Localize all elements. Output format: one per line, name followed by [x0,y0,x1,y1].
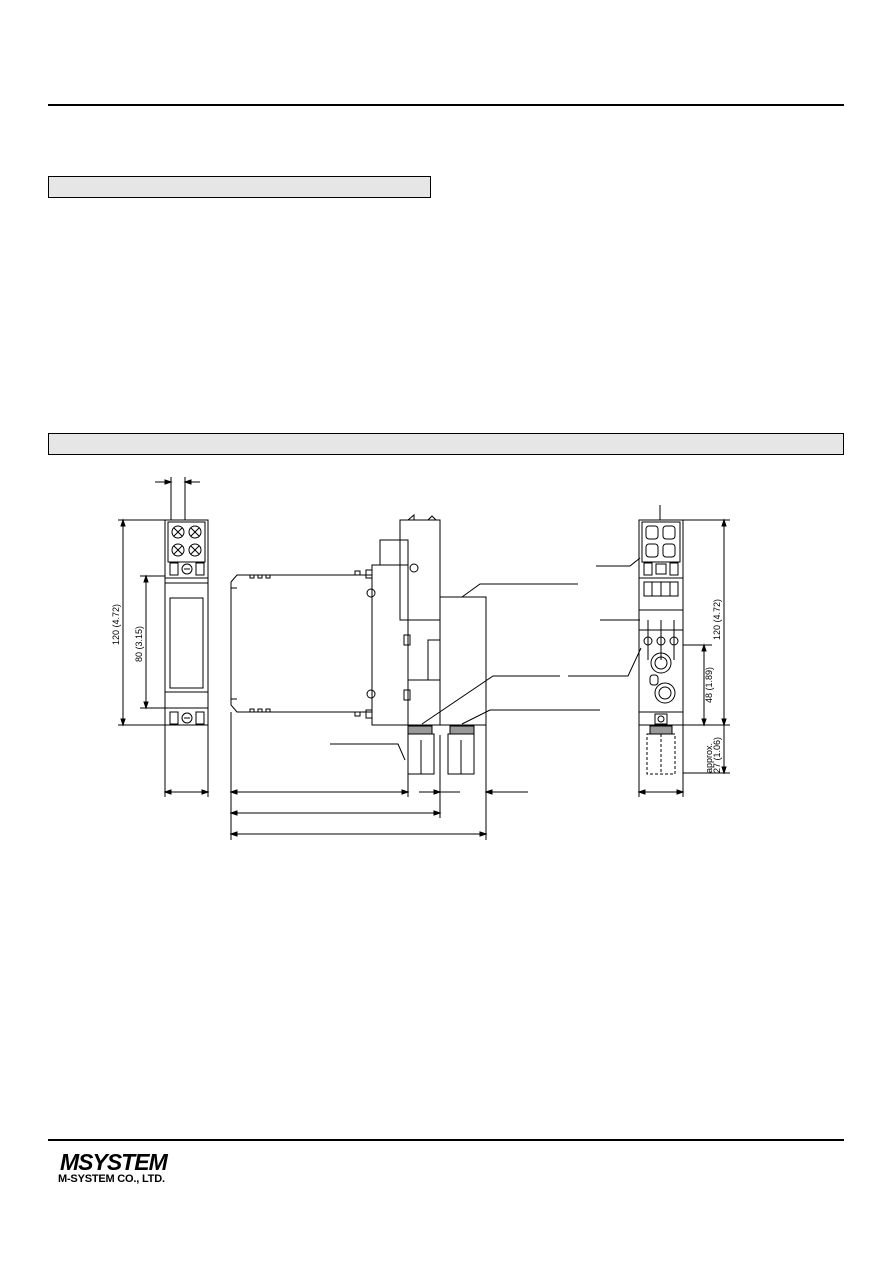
dim-height-total-left: 120 (4.72) [111,604,121,645]
side-view-center [229,513,600,840]
dim-approx-label: approx. [704,743,714,773]
section-bar-dimensions [48,433,844,455]
rear-view-right [568,505,730,797]
dim-depth-27: 27 (1.06) [712,737,722,773]
footer-rule [48,1139,844,1141]
company-name: M-SYSTEM CO., LTD. [58,1173,165,1185]
header-rule [48,104,844,106]
dim-height-48: 48 (1.89) [704,667,714,703]
front-view-left [118,477,210,797]
dim-height-body: 80 (3.15) [134,626,144,662]
section-bar-upper [48,176,431,198]
msystem-logo: MSYSTEM [60,1150,170,1174]
dim-height-total-right: 120 (4.72) [712,599,722,640]
logo-text: MSYSTEM [60,1150,169,1174]
